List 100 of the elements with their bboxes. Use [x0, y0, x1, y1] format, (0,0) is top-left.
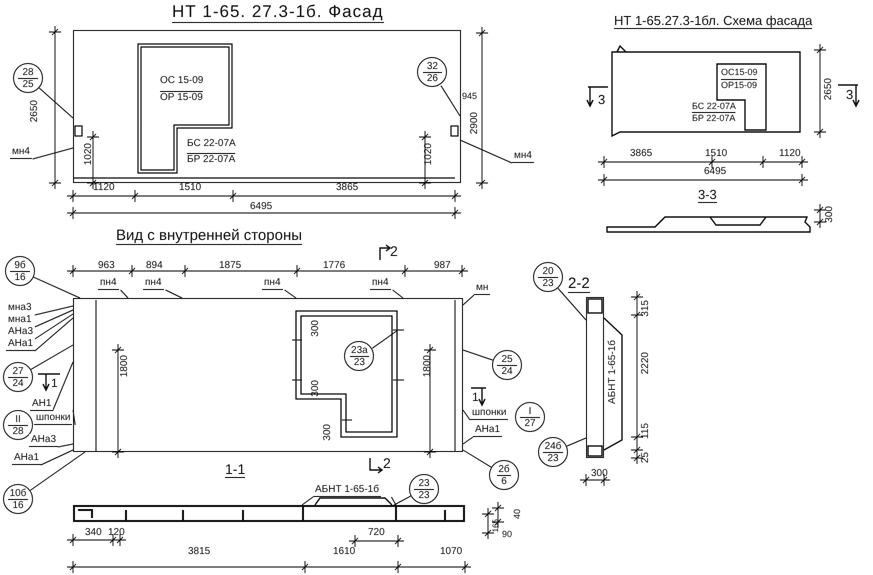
leader-line [34, 310, 74, 328]
leader-label: АБНТ 1-65-1б [313, 484, 381, 497]
dimension-label: 963 [98, 261, 115, 272]
leader-line [120, 290, 128, 298]
leader-line [462, 450, 492, 468]
callout-bubble: 24б 23 [538, 437, 568, 467]
leader-line [460, 140, 512, 164]
dimension-label: ОС 15-09 [160, 76, 204, 86]
leader-line [40, 450, 74, 466]
dimension-label: 120 [108, 528, 125, 538]
leader-label: АНа1 [12, 452, 42, 465]
dimension-label: БС 22-07А [187, 139, 236, 150]
dimension-label: 3865 [336, 183, 358, 194]
dimension-label: 40 [513, 509, 522, 520]
leader-line [284, 290, 296, 298]
dimension-label: 115 [641, 423, 652, 439]
dimension-label: 945 [462, 92, 478, 102]
dimension-label: 6495 [704, 167, 726, 178]
dimension-label: ОС15-09 [721, 68, 758, 78]
dimension-label: 720 [368, 528, 385, 538]
dimension-label: 1020 [84, 143, 94, 166]
leader-line [462, 436, 474, 444]
dimension-label: 1800 [120, 355, 130, 378]
leader-label: мн [474, 282, 490, 295]
leader-line [38, 87, 74, 118]
dimension-label: 987 [434, 261, 451, 272]
dimension-label: 894 [146, 261, 163, 272]
dimension-label: АБНТ 1-65-1б [608, 340, 618, 404]
callout-bubble: 2б 6 [489, 460, 519, 490]
leader-label: мн4 [512, 150, 534, 163]
dimension-label: 2650 [30, 100, 40, 122]
dimension-label: 300 [825, 206, 836, 223]
dimension-label: 300 [311, 320, 322, 337]
leader-line [30, 344, 74, 370]
leader-line [557, 288, 586, 320]
leader-line [34, 314, 74, 340]
dimension-label: 1 [472, 391, 479, 404]
dimension-label: 2900 [470, 112, 480, 134]
leader-line [372, 330, 398, 349]
dimension-label: 3865 [630, 149, 652, 160]
dimension-label: 1070 [440, 547, 462, 558]
dimension-label: 3815 [188, 547, 210, 558]
dimension-label: 2650 [824, 78, 834, 100]
dimension-label: 1020 [424, 143, 434, 166]
leader-label: шпонки [470, 407, 508, 420]
callout-bubble: 23а 23 [344, 341, 374, 372]
leader-label: пн4 [370, 277, 390, 290]
leader-line [57, 444, 74, 448]
leader-line [33, 276, 80, 298]
leader-line [462, 294, 474, 306]
leader-label: пн4 [262, 277, 282, 290]
dimension-label: 1120 [779, 149, 801, 160]
leader-line [390, 496, 396, 506]
view-heading: 2 [390, 244, 398, 259]
leader-label: АН1 [30, 398, 54, 411]
dimension-label: 1800 [423, 355, 434, 378]
leader-line [30, 452, 86, 491]
callout-bubble: 20 23 [533, 262, 563, 292]
view-heading: 1-1 [225, 462, 246, 478]
leader-label: мн4 [10, 146, 32, 159]
dimension-label: 1120 [93, 183, 115, 194]
leader-label: пн4 [98, 277, 118, 290]
dimension-label: 2220 [641, 352, 652, 374]
leader-label: АНа1 [6, 338, 36, 351]
dimension-label: 315 [641, 300, 652, 317]
leader-line [302, 496, 314, 506]
callout-bubble: 32 26 [417, 57, 448, 88]
callout-bubble: 28 25 [13, 63, 43, 93]
callout-bubble: I 27 [515, 402, 545, 432]
leader-line [52, 362, 74, 412]
dimension-label: ОР15-09 [721, 81, 758, 90]
dimension-label: 340 [85, 528, 102, 538]
leader-line [32, 148, 74, 160]
view-heading: 3 [598, 93, 606, 107]
leader-line [394, 496, 412, 506]
leader-line [72, 410, 76, 426]
dimension-label: 1875 [219, 261, 242, 272]
leader-line [440, 85, 460, 116]
view-heading: 3 [846, 88, 854, 102]
view-heading: Вид с внутренней стороны [116, 228, 302, 245]
dimension-label: БР 22-07А [187, 155, 236, 166]
dimension-label: 1610 [333, 547, 356, 558]
leader-line [34, 306, 74, 316]
section-1-1-profile [73, 505, 465, 522]
dimension-label: БС 22-07А [692, 102, 736, 112]
dimension-label: 1510 [179, 183, 202, 194]
leader-label: шпонки [34, 412, 72, 425]
leader-line [392, 290, 404, 298]
leader-label: АНа1 [473, 424, 502, 437]
callout-bubble: 25 24 [492, 350, 522, 380]
callout-bubble: 27 24 [3, 362, 33, 392]
leader-line [34, 318, 74, 352]
dimension-label: 1776 [323, 261, 346, 272]
dimension-label: БР 22-07А [692, 114, 736, 124]
dimension-label: 6495 [250, 202, 272, 212]
dimension-label: 1510 [705, 149, 728, 160]
dimension-label: 90 [502, 530, 512, 540]
view-heading: 3-3 [698, 188, 717, 203]
leader-label: пн4 [143, 277, 164, 290]
view-heading: НТ 1-65.27.3-1бл. Схема фасада [614, 14, 812, 29]
